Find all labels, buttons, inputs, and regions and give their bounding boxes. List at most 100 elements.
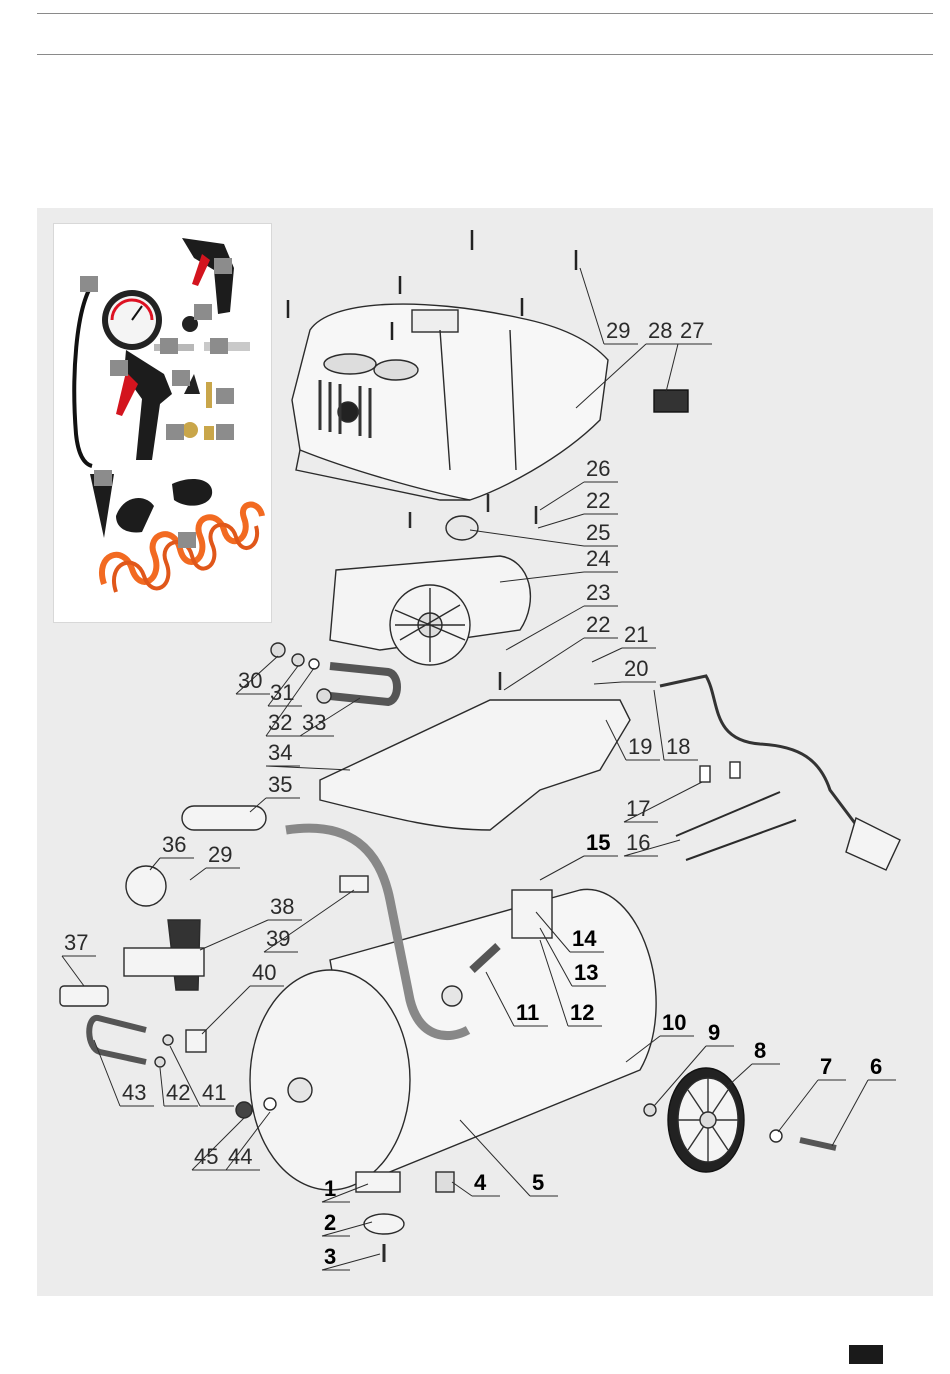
- wire-connector: [700, 766, 710, 782]
- callout-leader-c42: [160, 1068, 164, 1106]
- callout-number-c38: 38: [270, 894, 294, 919]
- wheel-8: [668, 1068, 744, 1172]
- callout-leader-c22b: [538, 514, 584, 528]
- power-plug: [846, 818, 900, 870]
- callout-leader-c29b: [190, 868, 206, 880]
- callout-number-c22b: 22: [586, 488, 610, 513]
- callout-number-c26: 26: [586, 456, 610, 481]
- fitting-39: [340, 876, 368, 892]
- callout-number-c43: 43: [122, 1080, 146, 1105]
- callout-number-c8: 8: [754, 1038, 766, 1063]
- callout-leader-c27: [666, 344, 678, 392]
- callout-leader-c22a: [504, 638, 584, 690]
- callout-number-c11: 11: [516, 1000, 539, 1025]
- callout-number-c9: 9: [708, 1020, 720, 1045]
- callout-number-c7: 7: [820, 1054, 832, 1079]
- callout-number-c3: 3: [324, 1244, 336, 1269]
- manifold-block: [124, 948, 204, 976]
- callout-leader-c8: [728, 1064, 752, 1086]
- axle-bolt-6: [800, 1140, 836, 1148]
- top-cover-housing: [292, 304, 608, 500]
- callout-leader-c6: [832, 1080, 868, 1146]
- callout-number-c24: 24: [586, 546, 610, 571]
- callout-number-c45: 45: [194, 1144, 218, 1169]
- wire-connector-2: [730, 762, 740, 778]
- callout-number-c35: 35: [268, 772, 292, 797]
- callout-leader-c43: [94, 1040, 120, 1106]
- fitting-31: [292, 654, 304, 666]
- callout-number-c30: 30: [238, 668, 262, 693]
- callout-number-c29a: 29: [606, 318, 630, 343]
- callout-number-c17: 17: [626, 796, 650, 821]
- drain-washer-44: [264, 1098, 276, 1110]
- callout-number-c37: 37: [64, 930, 88, 955]
- callout-leader-c26: [540, 482, 584, 510]
- callout-number-c6: 6: [870, 1054, 882, 1079]
- callout-number-c13: 13: [574, 960, 598, 985]
- callout-number-c12: 12: [570, 1000, 594, 1025]
- callout-number-c34: 34: [268, 740, 292, 765]
- fitting-42: [155, 1057, 165, 1067]
- callout-number-c28: 28: [648, 318, 672, 343]
- callout-number-c16: 16: [626, 830, 650, 855]
- callout-leader-c29a: [580, 268, 604, 344]
- callout-leader-c15: [540, 856, 584, 880]
- callout-number-c1: 1: [324, 1176, 336, 1201]
- quick-coupler-37: [60, 986, 108, 1006]
- callout-leader-c20: [594, 682, 622, 684]
- callout-number-c10: 10: [662, 1010, 686, 1035]
- callout-leader-c25: [470, 530, 584, 546]
- fitting-30: [271, 643, 285, 657]
- callout-leader-c40: [202, 986, 250, 1034]
- callout-number-c42: 42: [166, 1080, 190, 1105]
- callout-number-c18: 18: [666, 734, 690, 759]
- callout-number-c27: 27: [680, 318, 704, 343]
- pressure-gauge-36: [126, 866, 166, 906]
- washer-32: [309, 659, 319, 669]
- callout-leader-c4: [452, 1182, 472, 1196]
- callout-leader-c7: [778, 1080, 818, 1132]
- callout-number-c15: 15: [586, 830, 610, 855]
- foot-bracket-1: [356, 1172, 400, 1192]
- callout-number-c44: 44: [228, 1144, 252, 1169]
- callout-number-c14: 14: [572, 926, 597, 951]
- callout-number-c25: 25: [586, 520, 610, 545]
- callout-number-c22a: 22: [586, 612, 610, 637]
- fitting-41: [163, 1035, 173, 1045]
- callout-number-c5: 5: [532, 1170, 544, 1195]
- callout-leader-c5: [460, 1120, 530, 1196]
- page-number-tab: [849, 1345, 883, 1364]
- washer-7: [770, 1130, 782, 1142]
- callout-number-c40: 40: [252, 960, 276, 985]
- connecting-hose: [330, 666, 397, 702]
- callout-number-c36: 36: [162, 832, 186, 857]
- callout-leader-c34: [266, 766, 350, 770]
- cable-tie-b: [686, 820, 796, 860]
- callout-number-c2: 2: [324, 1210, 336, 1235]
- callout-leader-c38: [200, 920, 268, 950]
- check-valve-4: [436, 1172, 454, 1192]
- callout-number-c21: 21: [624, 622, 648, 647]
- callout-leader-c37: [62, 956, 84, 986]
- rubber-foot-2: [364, 1214, 404, 1234]
- callout-number-c41: 41: [202, 1080, 226, 1105]
- base-plate: [320, 700, 630, 830]
- callout-number-c23: 23: [586, 580, 610, 605]
- callout-number-c32: 32: [268, 710, 292, 735]
- callout-leader-c18: [654, 690, 664, 760]
- drain-plug-45: [236, 1102, 252, 1118]
- pressure-switch: [512, 890, 552, 938]
- callout-number-c19: 19: [628, 734, 652, 759]
- power-cord: [660, 676, 880, 846]
- motor-assembly: [330, 494, 536, 690]
- cable-tie-a: [676, 792, 780, 836]
- callout-leader-c21: [592, 648, 622, 662]
- callout-number-c39: 39: [266, 926, 290, 951]
- power-switch-part: [654, 390, 688, 412]
- nut-33: [317, 689, 331, 703]
- callout-number-c29b: 29: [208, 842, 232, 867]
- callout-number-c33: 33: [302, 710, 326, 735]
- callout-number-c4: 4: [474, 1170, 487, 1195]
- callout-number-c20: 20: [624, 656, 648, 681]
